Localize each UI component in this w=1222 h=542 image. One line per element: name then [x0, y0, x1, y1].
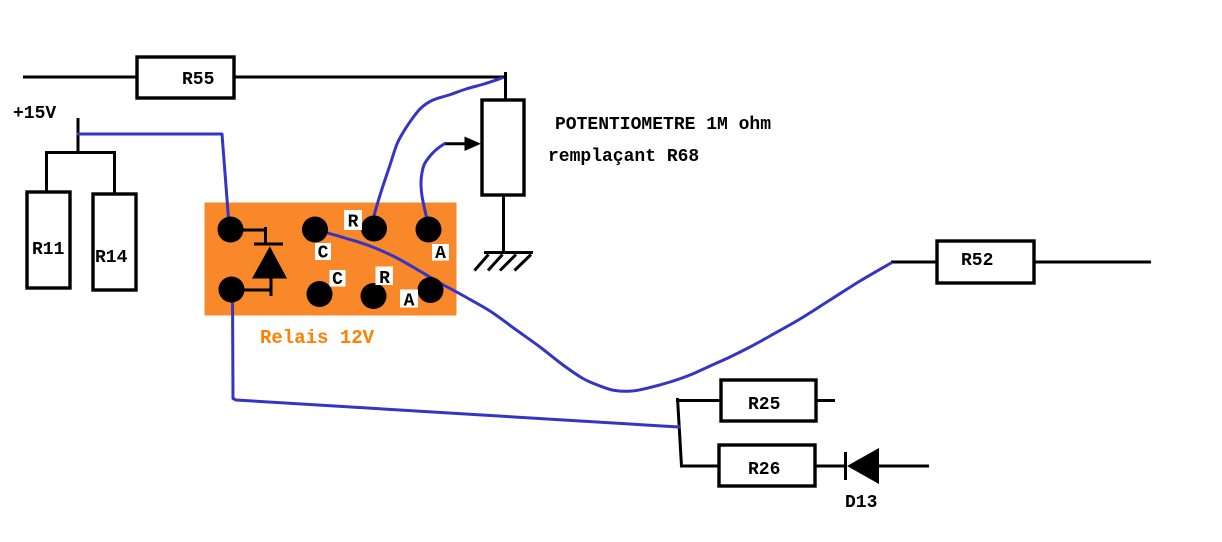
svg-text:R25: R25 [748, 395, 780, 415]
svg-text:A: A [435, 244, 446, 264]
svg-text:R: R [379, 269, 390, 289]
svg-text:remplaçant R68: remplaçant R68 [548, 147, 699, 167]
svg-text:R11: R11 [32, 240, 65, 260]
svg-text:R: R [348, 213, 359, 233]
svg-text:POTENTIOMETRE 1M ohm: POTENTIOMETRE 1M ohm [555, 115, 771, 135]
svg-text:C: C [332, 270, 343, 290]
svg-text:A: A [404, 292, 415, 312]
svg-text:R26: R26 [748, 460, 780, 480]
svg-text:D13: D13 [845, 493, 877, 513]
svg-text:+15V: +15V [13, 104, 56, 124]
svg-text:C: C [318, 244, 329, 264]
svg-text:R55: R55 [182, 70, 214, 90]
svg-text:Relais 12V: Relais 12V [260, 327, 375, 349]
svg-text:R14: R14 [95, 248, 128, 268]
svg-text:R52: R52 [961, 251, 993, 271]
